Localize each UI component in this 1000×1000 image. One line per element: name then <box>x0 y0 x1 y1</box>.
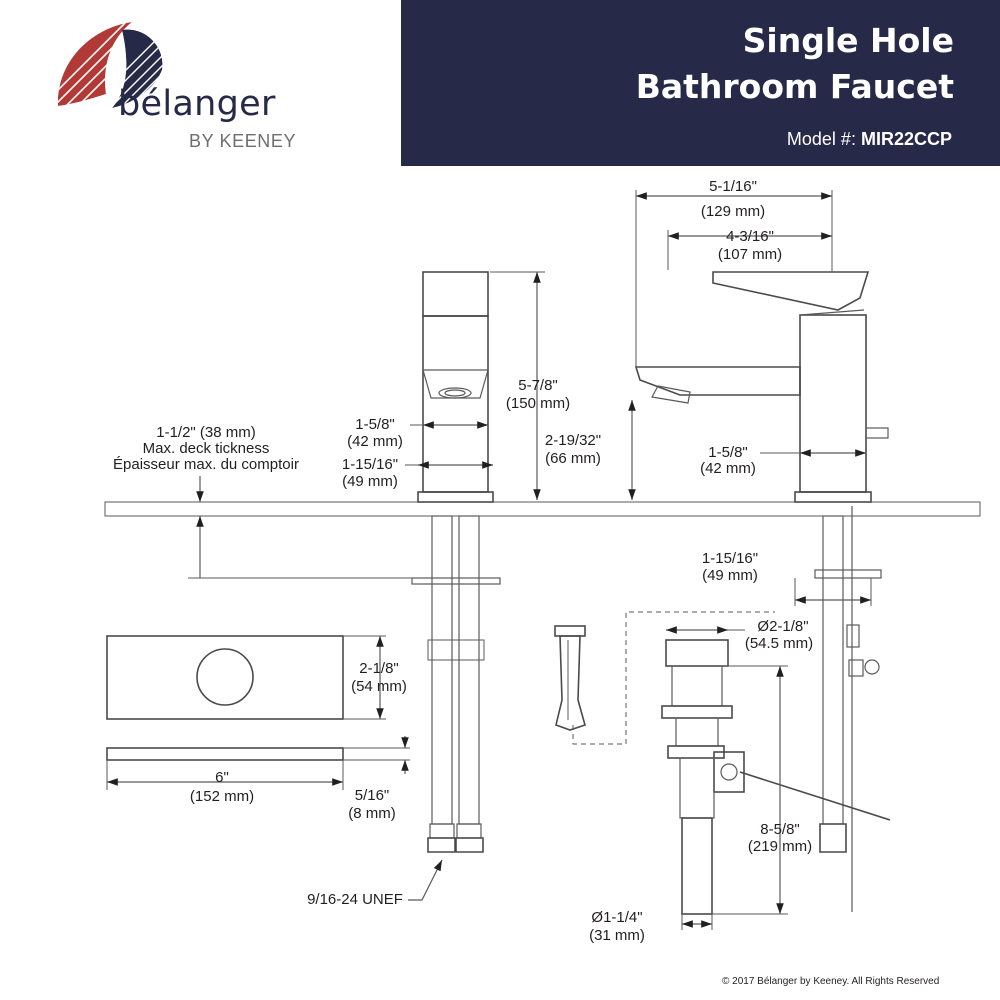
dim-plate-length-in: 6" <box>215 769 229 786</box>
dim-plate-length-mm: (152 mm) <box>190 788 254 805</box>
model-number: Model #: MIR22CCP <box>787 129 952 150</box>
deck-max-label-fr: Épaisseur max. du comptoir <box>113 456 299 473</box>
dim-spout-mm: (107 mm) <box>718 246 782 263</box>
dim-side-base-in: 1-15/16" <box>702 550 758 567</box>
dim-tail-dia-in: Ø1-1/4" <box>591 909 642 926</box>
dim-spout-in: 4-3/16" <box>726 228 774 245</box>
dim-reach-mm: (129 mm) <box>701 203 765 220</box>
dim-deck-max: 1-1/2" (38 mm) <box>156 424 256 441</box>
model-value: MIR22CCP <box>860 129 952 149</box>
title-line-2: Bathroom Faucet <box>635 67 954 106</box>
dim-side-body-in: 1-5/8" <box>708 444 748 461</box>
brand-name: bélanger <box>118 84 276 124</box>
dim-side-base-mm: (49 mm) <box>702 567 758 584</box>
dim-front-base-mm: (49 mm) <box>342 473 398 490</box>
dim-plate-depth-in: 2-1/8" <box>359 660 399 677</box>
faucet-front-view <box>417 271 494 503</box>
header-band: Single Hole Bathroom Faucet Model #: MIR… <box>401 0 1000 166</box>
model-label: Model #: <box>786 129 856 149</box>
dim-plate-thk-in: 5/16" <box>355 787 390 804</box>
dim-drain-length-mm: (219 mm) <box>748 838 812 855</box>
mounting-plate-side <box>106 747 344 761</box>
supply-hoses-front <box>411 515 501 853</box>
copyright-notice: © 2017 Bélanger by Keeney. All Rights Re… <box>722 976 940 987</box>
popup-stopper <box>554 611 775 745</box>
faucet-side-view <box>634 271 889 503</box>
dim-front-base-in: 1-15/16" <box>342 456 398 473</box>
brand-subtitle: BY KEENEY <box>189 131 297 151</box>
dimension-labels: 5-7/8" (150 mm) 1-5/8" (42 mm) 1-15/16" … <box>113 178 813 944</box>
dim-reach-in: 5-1/16" <box>709 178 757 195</box>
countertop <box>104 501 981 517</box>
thread-spec: 9/16-24 UNEF <box>307 891 403 908</box>
dim-front-body-mm: (42 mm) <box>347 433 403 450</box>
dim-drain-dia-mm: (54.5 mm) <box>745 635 813 652</box>
dim-tail-dia-mm: (31 mm) <box>589 927 645 944</box>
dim-spout-height-in: 2-19/32" <box>545 432 601 449</box>
supply-hose-side <box>814 506 882 912</box>
dim-height-in: 5-7/8" <box>518 377 558 394</box>
dimension-lines <box>106 190 872 930</box>
dim-front-body-in: 1-5/8" <box>355 416 395 433</box>
title-line-1: Single Hole <box>742 21 954 60</box>
dim-plate-depth-mm: (54 mm) <box>351 678 407 695</box>
deck-max-label-en: Max. deck tickness <box>143 440 270 457</box>
dim-side-body-mm: (42 mm) <box>700 460 756 477</box>
dim-plate-thk-mm: (8 mm) <box>348 805 396 822</box>
dim-height-mm: (150 mm) <box>506 395 570 412</box>
dim-drain-length-in: 8-5/8" <box>760 821 800 838</box>
dim-spout-height-mm: (66 mm) <box>545 450 601 467</box>
mounting-plate-top <box>106 635 344 720</box>
brand-logo <box>57 22 163 108</box>
dim-drain-dia-in: Ø2-1/8" <box>757 618 808 635</box>
drain-assembly <box>661 639 891 915</box>
page-title: Single Hole Bathroom Faucet <box>636 18 954 110</box>
